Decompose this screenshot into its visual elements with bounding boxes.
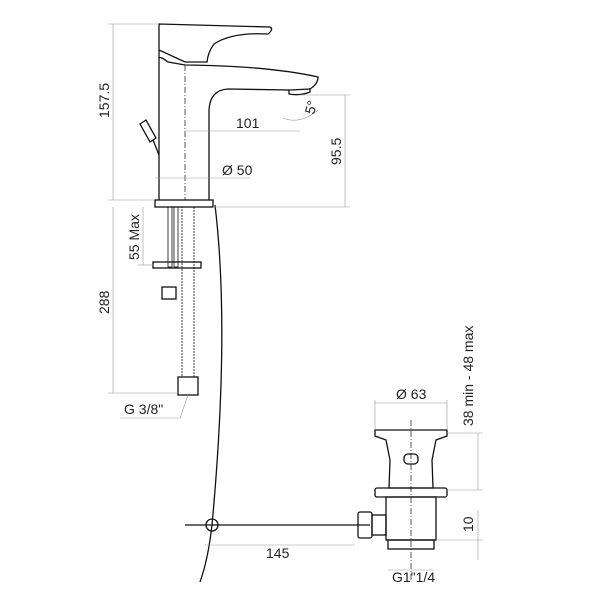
drain-thread-label: G1"1/4 [392,569,435,585]
drain [357,420,448,580]
connection-label: G 3/8" [124,401,163,417]
spout-angle-label: 5° [301,99,320,116]
rod-length-label: 145 [266,545,290,561]
deck-thickness-label: 55 Max [126,214,142,260]
hoses [152,206,202,396]
aerator [288,88,311,96]
base-diameter-label: Ø 50 [222,162,253,178]
hose-length-label: 288 [96,290,112,314]
spout-height-label: 95.5 [328,138,344,165]
faucet-handle [158,23,273,63]
drain-thickness-label: 38 min - 48 max [460,326,476,426]
dimensions [108,23,483,571]
spout-reach-label: 101 [236,115,260,131]
drain-diameter-label: Ø 63 [396,386,427,402]
rod-clip [205,518,219,532]
height-label: 157.5 [96,83,112,118]
drain-offset-label: 10 [460,516,476,532]
pop-up-lever [139,119,160,156]
pop-up-rod [199,204,223,583]
base-plate [154,199,214,208]
faucet [139,23,319,208]
hose-nut [177,376,199,396]
faucet-body [158,50,319,200]
